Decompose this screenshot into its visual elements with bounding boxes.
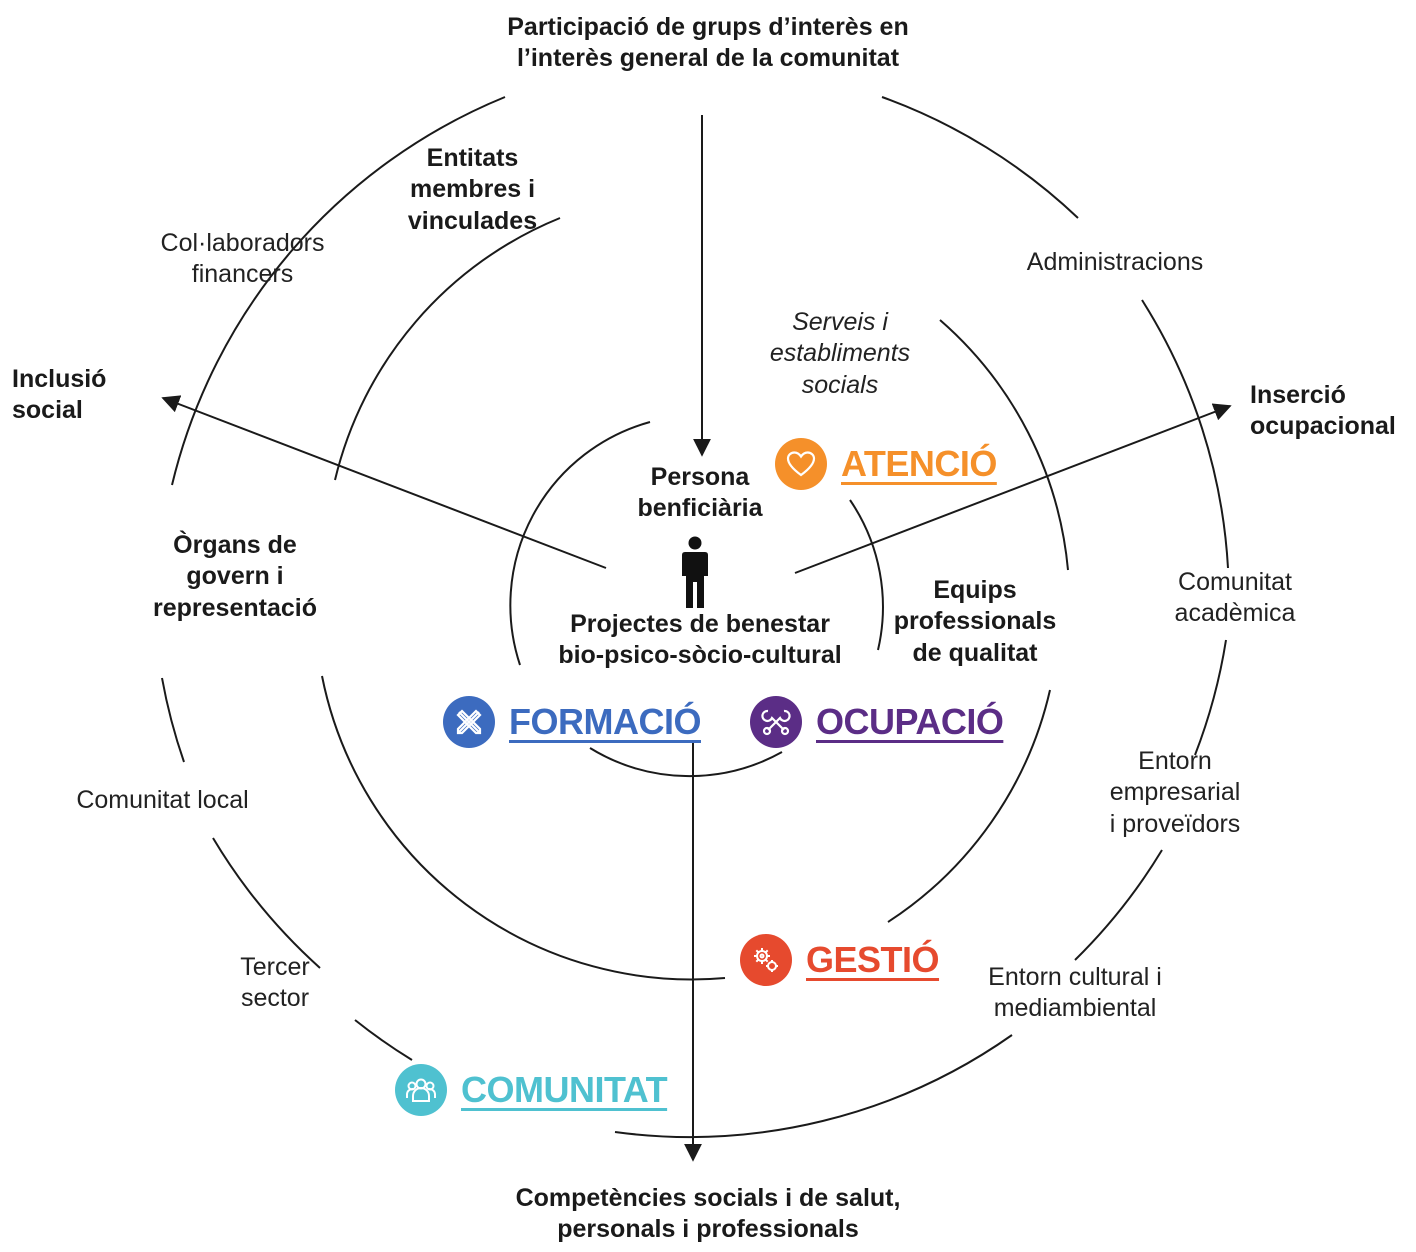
inner-ring-arc-left: [509, 421, 651, 666]
outer-ring-arc-top-right: [881, 96, 1079, 219]
academic-label: Comunitat acadèmica: [1174, 568, 1296, 628]
gears-icon: [740, 934, 792, 986]
person-icon: [682, 536, 708, 608]
middle-ring-arc-right: [939, 319, 1069, 571]
outer-ring-arc-bottom: [614, 1034, 1013, 1139]
outer-ring-arc-top-left: [171, 96, 506, 486]
outer-ring: [161, 96, 1229, 1139]
tools-icon: [750, 696, 802, 748]
outer-ring-arc-right-lower: [1194, 639, 1227, 756]
local-label: Comunitat local: [76, 786, 249, 814]
financers-label: Col·laboradors financers: [160, 229, 325, 289]
inner-ring-arc-right: [849, 499, 884, 651]
outer-ring-arc-right: [1141, 299, 1229, 569]
outer-ring-arc-bottom-left: [354, 1019, 413, 1061]
teams-label: Equips professionals de qualitat: [893, 576, 1057, 667]
outer-ring-arc-lower-left: [212, 837, 321, 969]
people-icon: [395, 1064, 447, 1116]
area-atencio[interactable]: ATENCIÓ: [775, 438, 997, 490]
middle-ring-arc-top-left: [334, 217, 561, 481]
center-bottom-label: Projectes de benestar bio-psico-sòcio-cu…: [558, 610, 842, 670]
axis-right-label: Inserció ocupacional: [1250, 381, 1396, 441]
area-ocupacio-label: OCUPACIÓ: [816, 701, 1004, 742]
pencil-icon: [443, 696, 495, 748]
area-formacio-label: FORMACIÓ: [509, 701, 701, 742]
center-top-label: Persona benficiària: [637, 463, 763, 523]
arrow-to-right: [794, 403, 1232, 574]
axis-top-label: Participació de grups d’interès en l’int…: [507, 13, 909, 73]
middle-ring: [321, 217, 1069, 981]
administrations-label: Administracions: [1026, 248, 1204, 276]
area-comunitat-label: COMUNITAT: [461, 1069, 668, 1110]
third-sector-label: Tercer sector: [240, 953, 310, 1013]
outer-ring-arc-left: [161, 677, 185, 763]
inner-ring-arc-bottom: [589, 747, 783, 778]
area-gestio[interactable]: GESTIÓ: [740, 934, 940, 986]
services-label: Serveis i establiments socials: [769, 308, 911, 399]
cultural-label: Entorn cultural i mediambiental: [988, 963, 1162, 1023]
business-label: Entorn empresarial i proveïdors: [1109, 747, 1241, 838]
heart-icon: [775, 438, 827, 490]
arrows: [161, 115, 1232, 1162]
governance-label: Òrgans de govern i representació: [153, 531, 317, 622]
outer-ring-arc-lower-right: [1074, 849, 1163, 961]
area-formacio[interactable]: FORMACIÓ: [443, 696, 701, 748]
axis-bottom-label: Competències socials i de salut, persona…: [515, 1184, 901, 1244]
area-atencio-label: ATENCIÓ: [841, 443, 997, 484]
arrow-to-left: [161, 395, 607, 569]
area-comunitat[interactable]: COMUNITAT: [395, 1064, 668, 1116]
area-gestio-label: GESTIÓ: [806, 939, 940, 980]
members-label: Entitats membres i vinculades: [407, 144, 538, 235]
axis-left-label: Inclusió social: [12, 365, 107, 425]
middle-ring-arc-left: [321, 675, 726, 981]
middle-ring-arc-lower-right: [887, 689, 1051, 923]
area-ocupacio[interactable]: OCUPACIÓ: [750, 696, 1004, 748]
inner-ring: [509, 421, 884, 778]
